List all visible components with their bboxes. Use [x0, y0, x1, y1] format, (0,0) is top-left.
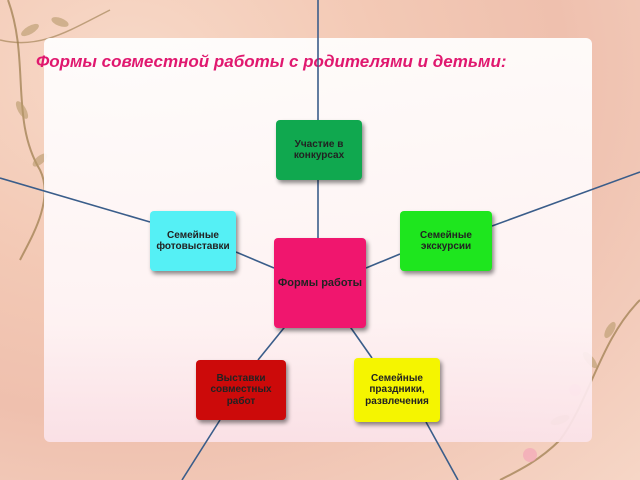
connector-bottom-left	[181, 419, 221, 480]
node-holidays-label: Семейные праздники, развлечения	[365, 372, 429, 407]
connector-left-outer	[0, 177, 151, 223]
node-photo-label: Семейные фотовыставки	[156, 229, 230, 253]
node-excursions-label: Семейные экскурсии	[420, 229, 472, 253]
node-excursions: Семейные экскурсии	[400, 211, 492, 271]
node-center: Формы работы	[274, 238, 366, 328]
node-exhibitions: Выставки совместных работ	[196, 360, 286, 420]
node-exhibitions-label: Выставки совместных работ	[210, 372, 272, 407]
slide-title: Формы совместной работы с родителями и д…	[36, 52, 507, 71]
connector-photo	[235, 251, 275, 269]
node-contests: Участие в конкурсах	[276, 120, 362, 180]
node-holidays: Семейные праздники, развлечения	[354, 358, 440, 422]
connector-excursions	[365, 253, 401, 269]
connector-bottom-right	[425, 421, 459, 480]
node-photo-exhibitions: Семейные фотовыставки	[150, 211, 236, 271]
node-center-label: Формы работы	[277, 276, 363, 289]
connector-right-outer	[491, 171, 640, 227]
node-contests-label: Участие в конкурсах	[293, 138, 345, 162]
